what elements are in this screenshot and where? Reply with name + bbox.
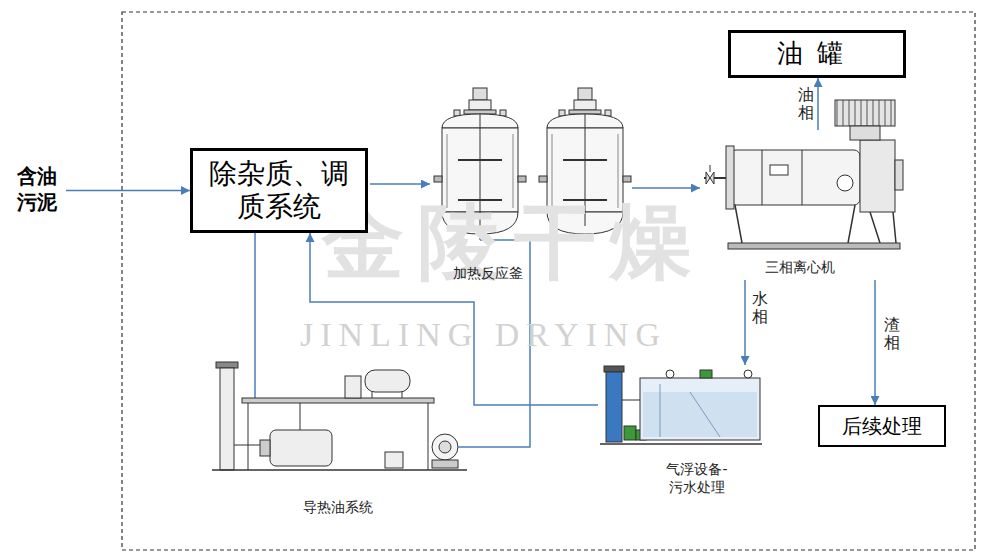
thermal-oil-figure <box>345 376 361 398</box>
thermal-oil-figure <box>254 335 256 398</box>
flotation-figure <box>690 392 720 437</box>
flotation-figure <box>640 378 760 440</box>
centrifuge-figure <box>710 165 711 172</box>
flow-connector <box>467 286 530 447</box>
thermal-oil-figure <box>372 392 373 398</box>
thermal-oil-figure <box>365 370 410 392</box>
thermal-oil-figure <box>432 434 458 460</box>
thermal-oil-unit: 导热油系统 <box>212 335 467 520</box>
thermal-oil-figure <box>212 335 467 470</box>
thermal-oil-figure <box>260 440 270 456</box>
flotation-figure <box>604 366 624 372</box>
oil-pipe <box>480 239 585 241</box>
thermal-oil-figure <box>385 452 403 468</box>
unit-label: 加热反应釜 <box>452 264 524 282</box>
system-boundary <box>122 12 975 550</box>
centrifuge-figure <box>770 165 788 175</box>
tank-box: 油罐 <box>728 30 906 78</box>
flow-connector <box>370 183 430 185</box>
thermal-oil-figure <box>402 392 403 398</box>
watermark: 金陵干燥 <box>322 188 706 298</box>
centrifuge-figure <box>706 172 714 184</box>
phase-label: 水相 <box>752 290 768 325</box>
flotation-unit: 气浮设备- 污水处理 <box>598 365 763 505</box>
thermal-oil-figure <box>270 430 332 466</box>
thermal-oil-figure <box>439 441 451 453</box>
flow-connector <box>874 280 876 405</box>
flotation-figure <box>624 426 636 440</box>
centrifuge-figure <box>728 243 900 249</box>
thermal-oil-figure <box>248 403 249 470</box>
flotation-figure <box>600 443 762 445</box>
watermark: JINLING DRYING <box>300 316 667 354</box>
centrifuge-figure <box>895 160 903 190</box>
flotation-figure <box>622 400 640 401</box>
thermal-oil-figure <box>220 368 234 470</box>
thermal-oil-figure <box>242 398 434 403</box>
thermal-oil-figure <box>234 445 260 446</box>
flotation-figure <box>744 370 752 378</box>
flow-connector <box>254 233 256 335</box>
reactor-vessel <box>434 88 526 240</box>
phase-label: 油相 <box>798 86 814 121</box>
flow-connector <box>66 190 190 192</box>
thermal-oil-figure <box>300 403 301 430</box>
unit-label: 气浮设备- 污水处理 <box>658 460 736 496</box>
reactor-vessel <box>539 88 631 240</box>
flow-connector <box>817 78 819 130</box>
thermal-oil-figure <box>212 469 467 471</box>
flotation-figure <box>666 370 674 378</box>
flotation-figure <box>660 384 661 437</box>
centrifuge-figure <box>835 100 895 126</box>
flow-connector <box>310 233 598 405</box>
centrifuge-figure <box>735 205 896 243</box>
centrifuge-figure <box>726 146 734 209</box>
centrifuge-figure <box>850 126 880 140</box>
thermal-oil-figure <box>428 403 429 470</box>
node-text: 后续处理 <box>842 414 922 438</box>
unit-label: 三相离心机 <box>763 258 837 276</box>
node-text: 含油 污泥 <box>14 163 60 215</box>
centrifuge-figure <box>730 150 860 205</box>
oil-pipe <box>529 240 531 286</box>
reactor-unit: 加热反应釜 <box>430 86 630 286</box>
flotation-figure <box>700 370 712 378</box>
process-box: 后续处理 <box>818 405 946 447</box>
centrifuge-figure <box>802 150 803 205</box>
centrifuge-figure <box>860 140 895 212</box>
thermal-oil-figure <box>458 446 467 448</box>
flow-connector <box>744 280 746 365</box>
thermal-oil-figure <box>432 460 458 468</box>
centrifuge-figure <box>837 175 853 191</box>
centrifuge-figure <box>704 100 903 249</box>
flotation-figure <box>600 366 762 444</box>
process-box: 除杂质、调质系统 <box>190 148 368 233</box>
centrifuge-figure <box>762 150 763 205</box>
input-label: 含油 污泥 <box>14 163 60 217</box>
flow-connector <box>632 187 700 189</box>
phase-label: 渣相 <box>884 316 900 351</box>
node-text: 除杂质、调质系统 <box>199 158 359 222</box>
flotation-figure <box>606 372 622 442</box>
reactor-figure <box>434 88 631 286</box>
centrifuge-unit: 三相离心机 <box>700 130 905 280</box>
unit-label: 导热油系统 <box>300 498 376 516</box>
thermal-oil-figure <box>216 362 238 368</box>
node-text: 油罐 <box>777 38 857 69</box>
